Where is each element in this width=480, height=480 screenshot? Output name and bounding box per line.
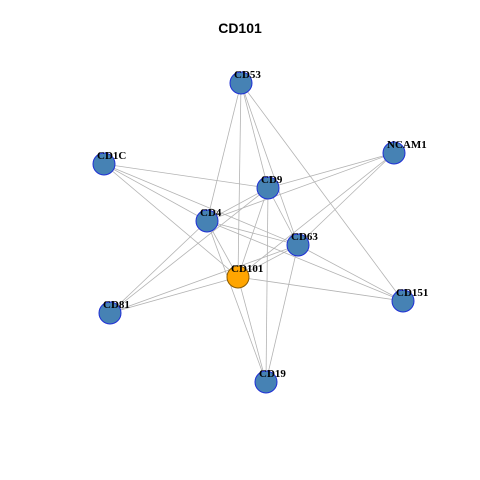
node-circle-cd1c xyxy=(92,152,116,176)
node-label-cd4: CD4 xyxy=(200,207,222,219)
edge-cd9-cd81 xyxy=(109,187,269,314)
node-circle-cd19 xyxy=(254,370,278,394)
edge-layer xyxy=(103,82,404,383)
edge-cd9-cd19 xyxy=(265,187,269,383)
edge-ncam1-cd4 xyxy=(206,152,395,222)
edge-cd53-cd63 xyxy=(240,82,299,246)
edge-ncam1-cd101 xyxy=(237,152,395,278)
edge-cd53-cd9 xyxy=(240,82,269,189)
node-label-cd1c: CD1C xyxy=(97,150,126,162)
node-cd101: CD101 xyxy=(226,263,263,289)
edge-cd4-cd151 xyxy=(206,220,404,302)
node-cd81: CD81 xyxy=(98,299,130,325)
edge-cd1c-cd63 xyxy=(103,163,299,246)
node-circle-cd101 xyxy=(226,265,250,289)
node-cd53: CD53 xyxy=(229,69,261,95)
edge-cd9-cd4 xyxy=(206,187,269,222)
node-cd19: CD19 xyxy=(254,368,286,394)
edge-cd9-cd101 xyxy=(237,187,269,278)
node-label-cd63: CD63 xyxy=(291,231,318,243)
node-label-cd101: CD101 xyxy=(231,263,263,275)
edge-cd1c-cd4 xyxy=(103,163,208,222)
edge-cd1c-cd101 xyxy=(103,163,239,278)
edge-cd101-cd81 xyxy=(109,276,239,314)
node-cd4: CD4 xyxy=(195,207,222,233)
diagram-title: CD101 xyxy=(218,20,262,36)
node-cd151: CD151 xyxy=(391,287,428,313)
node-label-cd81: CD81 xyxy=(103,299,130,311)
edge-cd4-cd63 xyxy=(206,220,299,246)
node-circle-cd53 xyxy=(229,71,253,95)
edge-cd101-cd151 xyxy=(237,276,404,302)
edge-cd1c-cd9 xyxy=(103,163,269,189)
node-cd9: CD9 xyxy=(256,174,283,200)
node-label-cd53: CD53 xyxy=(234,69,261,81)
edge-cd53-cd4 xyxy=(206,82,242,222)
node-circle-ncam1 xyxy=(382,141,406,165)
node-label-ncam1: NCAM1 xyxy=(387,139,427,151)
node-ncam1: NCAM1 xyxy=(382,139,427,165)
node-circle-cd151 xyxy=(391,289,415,313)
edge-cd63-cd151 xyxy=(297,244,404,302)
node-circle-cd81 xyxy=(98,301,122,325)
edge-cd4-cd81 xyxy=(109,220,208,314)
node-label-cd19: CD19 xyxy=(259,368,286,380)
node-label-cd151: CD151 xyxy=(396,287,428,299)
node-circle-cd63 xyxy=(286,233,310,257)
edge-cd101-cd19 xyxy=(237,276,267,383)
edge-cd53-cd101 xyxy=(237,82,242,278)
node-circle-cd4 xyxy=(195,209,219,233)
node-circle-cd9 xyxy=(256,176,280,200)
node-cd63: CD63 xyxy=(286,231,318,257)
edge-ncam1-cd9 xyxy=(267,152,395,189)
edge-ncam1-cd63 xyxy=(297,152,395,246)
edge-cd63-cd81 xyxy=(109,244,299,314)
edge-cd53-cd151 xyxy=(240,82,404,302)
node-label-cd9: CD9 xyxy=(261,174,283,186)
node-cd1c: CD1C xyxy=(92,150,126,176)
edge-cd4-cd19 xyxy=(206,220,267,383)
edge-cd63-cd19 xyxy=(265,244,299,383)
